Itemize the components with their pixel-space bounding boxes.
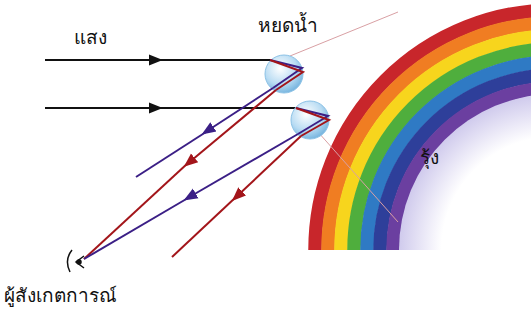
water-drop bbox=[265, 55, 303, 93]
observer-label: ผู้สังเกตการณ์ bbox=[4, 284, 117, 307]
sight-line bbox=[318, 132, 398, 222]
rainbow-label: รุ้ง bbox=[420, 146, 439, 169]
rainbow bbox=[315, 10, 531, 250]
drop-label: หยดน้ำ bbox=[258, 14, 318, 37]
eye-symbol bbox=[67, 250, 84, 272]
light-label: แสง bbox=[74, 26, 107, 49]
water-drop bbox=[291, 101, 329, 139]
rainbow-fade bbox=[399, 94, 531, 250]
